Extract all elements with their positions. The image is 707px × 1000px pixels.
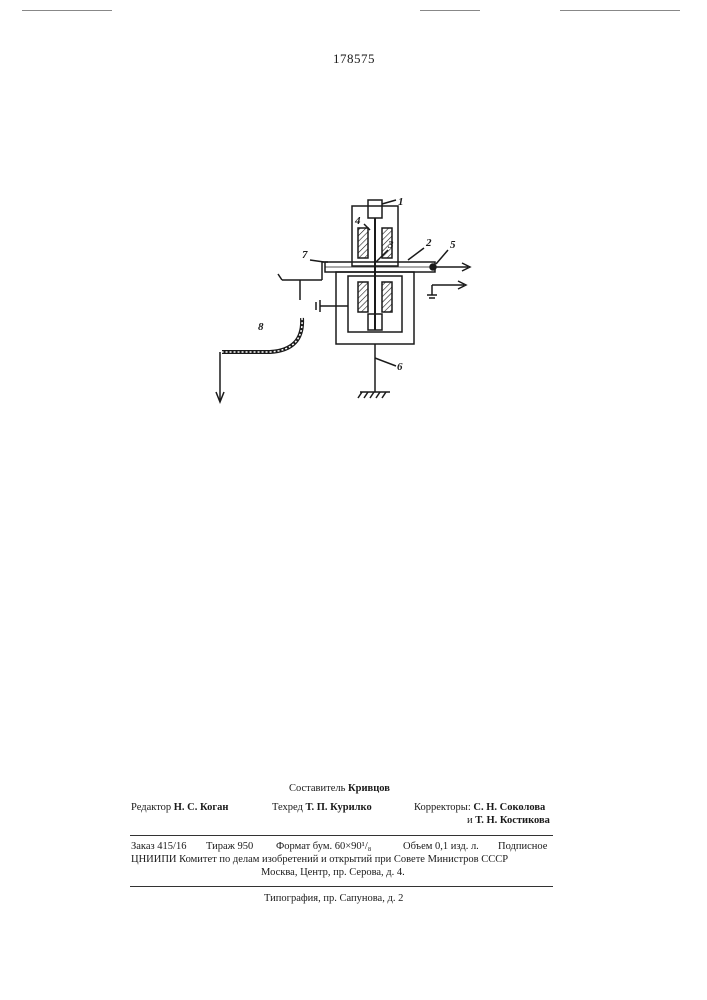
circulation-text: Тираж 950 — [206, 841, 253, 852]
label-3: 3 — [387, 239, 394, 251]
corrector-2-line: и Т. Н. Костикова — [467, 815, 550, 826]
lower-right-coil — [382, 282, 392, 312]
techred-line: Техред Т. П. Курилко — [272, 802, 372, 813]
divider — [130, 835, 553, 836]
label-7: 7 — [302, 249, 308, 261]
scan-edge-line — [420, 10, 480, 11]
volume-text: Объем 0,1 изд. л. — [403, 841, 479, 852]
label-1: 1 — [398, 196, 404, 208]
scan-edge-line — [22, 10, 112, 11]
techred-name: Т. П. Курилко — [306, 802, 372, 813]
compiler-name: Кривцов — [348, 783, 390, 794]
techred-label: Техред — [272, 802, 303, 813]
upper-left-coil — [358, 228, 368, 258]
correctors-label: Корректоры: — [414, 802, 471, 813]
compiler-label: Составитель — [289, 783, 345, 794]
correctors-line: Корректоры: С. Н. Соколова — [414, 802, 545, 813]
label-8: 8 — [258, 321, 264, 333]
scan-edge-line — [560, 10, 680, 11]
patent-number: 178575 — [333, 51, 375, 67]
corrector-2-prefix: и — [467, 815, 473, 826]
editor-name: Н. С. Коган — [174, 802, 229, 813]
label-4: 4 — [354, 215, 361, 227]
corrector-2: Т. Н. Костикова — [475, 815, 550, 826]
printing-house-line: Типография, пр. Сапунова, д. 2 — [264, 893, 403, 904]
subscription-text: Подписное — [498, 841, 547, 852]
top-core-element — [368, 200, 382, 218]
schematic-figure: 1 2 3 4 5 6 7 8 — [200, 190, 500, 420]
label-5: 5 — [450, 239, 456, 251]
label-2: 2 — [425, 237, 432, 249]
editor-label: Редактор — [131, 802, 171, 813]
divider — [130, 886, 553, 887]
order-text: Заказ 415/16 — [131, 841, 186, 852]
institute-line: ЦНИИПИ Комитет по делам изобретений и от… — [131, 854, 508, 865]
address-line: Москва, Центр, пр. Серова, д. 4. — [261, 867, 405, 878]
compiler-line: Составитель Кривцов — [289, 783, 390, 794]
lower-left-coil — [358, 282, 368, 312]
format-text: Формат бум. 60×90¹/₈ — [276, 841, 371, 852]
editor-line: Редактор Н. С. Коган — [131, 802, 228, 813]
label-6: 6 — [397, 361, 403, 373]
corrector-1: С. Н. Соколова — [473, 802, 545, 813]
